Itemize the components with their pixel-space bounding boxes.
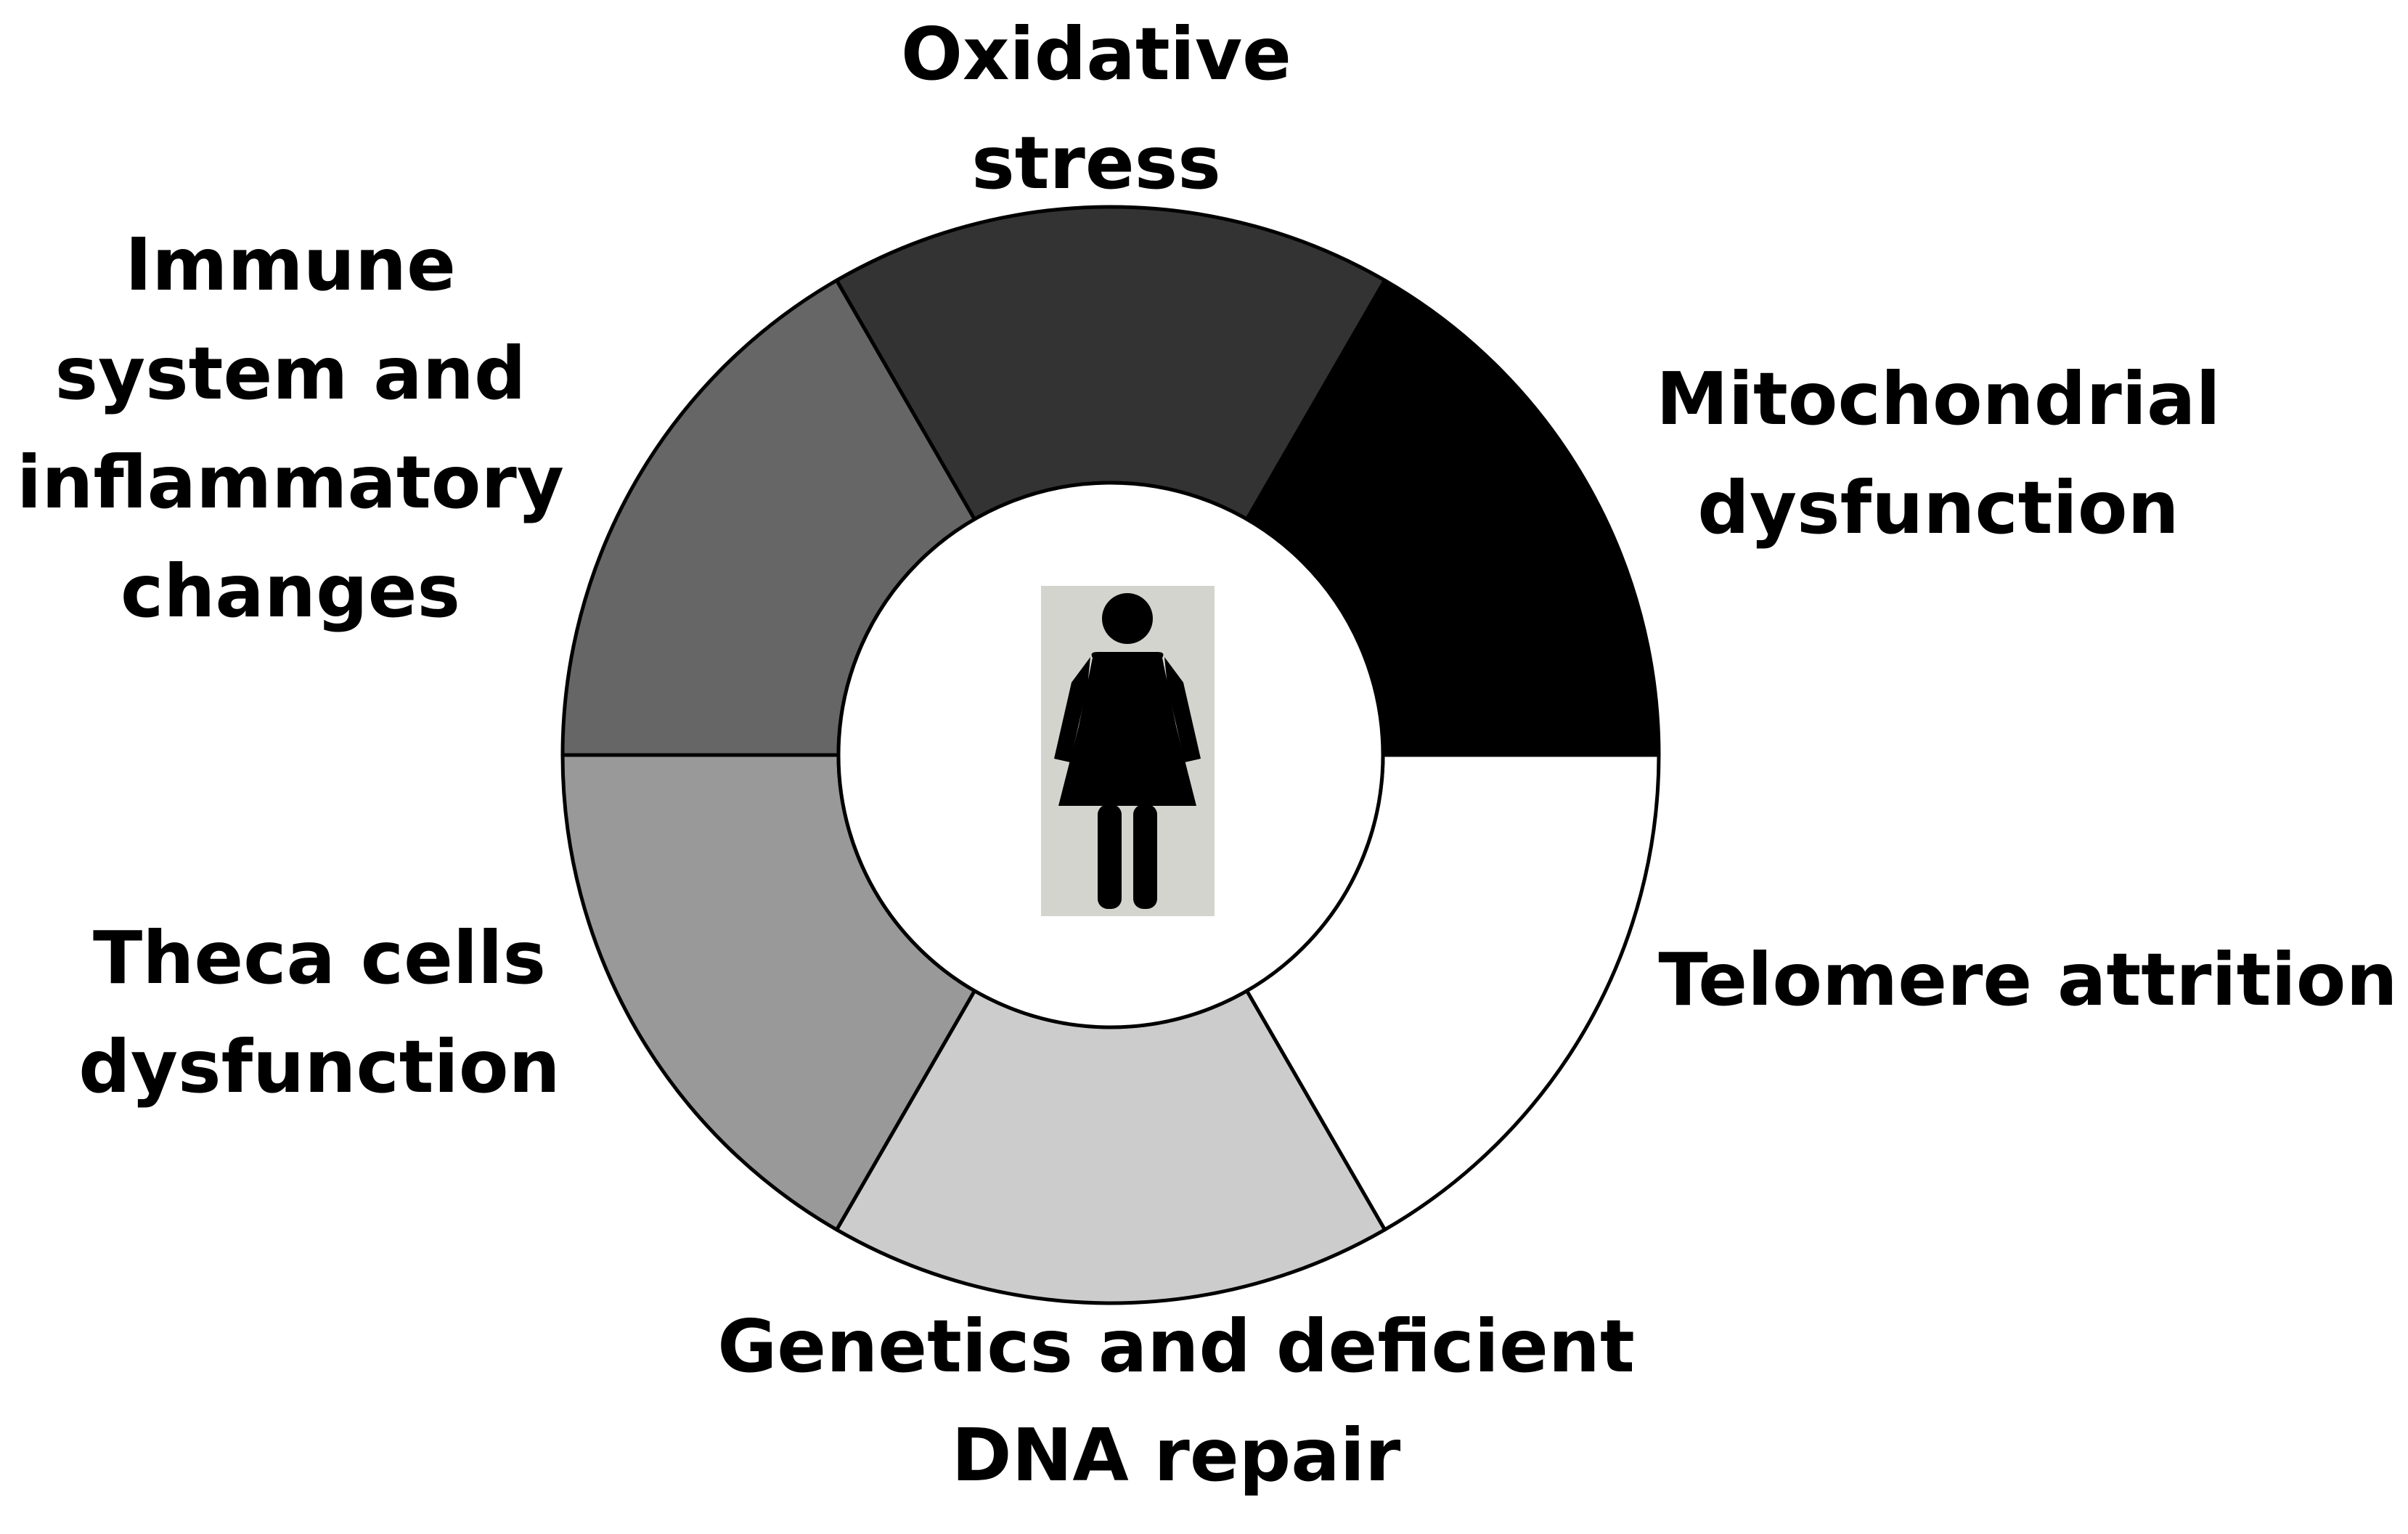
- label-theca-cells-dysfunction: Theca cells dysfunction: [78, 915, 560, 1109]
- ring-segments: [560, 205, 1661, 1305]
- woman-figure: [1054, 593, 1201, 909]
- woman-icon: [1041, 586, 1215, 916]
- label-genetics-dna-repair: Genetics and deficient DNA repair: [717, 1304, 1635, 1498]
- label-immune-inflammatory: Immune system and inflammatory changes: [17, 222, 564, 634]
- label-oxidative-stress: Oxidative stress: [901, 12, 1291, 205]
- label-telomere-attrition: Telomere attrition: [1658, 937, 2398, 1022]
- label-mitochondrial-dysfunction: Mitochondrial dysfunction: [1656, 356, 2221, 550]
